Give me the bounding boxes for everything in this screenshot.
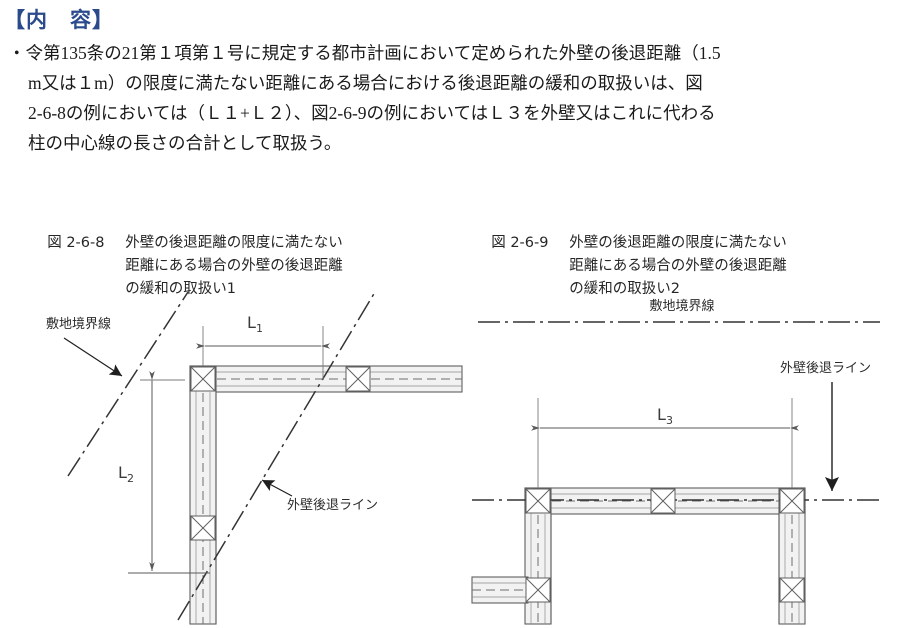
annotation-wall-setback: 外壁後退ライン bbox=[261, 479, 378, 513]
wall-branch-bottom-left bbox=[471, 576, 529, 604]
column-top-left bbox=[525, 488, 551, 514]
wall-setback-label: 外壁後退ライン bbox=[287, 498, 378, 513]
body-line-3: 2-6-8の例においては（Ｌ１+Ｌ２）、図2-6-9の例においてはＬ３を外壁又は… bbox=[28, 103, 716, 123]
caption-line: の緩和の取扱い1 bbox=[125, 281, 236, 297]
column-top-right bbox=[345, 366, 371, 392]
dimension-L3: L3 bbox=[531, 398, 799, 488]
site-boundary-label: 敷地境界線 bbox=[649, 298, 714, 314]
figure-number-left: 図 2-6-8 bbox=[47, 235, 105, 251]
body-line-4: 柱の中心線の長さの合計として取扱う。 bbox=[28, 133, 342, 153]
column-bottom-left bbox=[525, 577, 551, 603]
page-title: 【内 容】 bbox=[4, 8, 114, 32]
column-top-middle bbox=[650, 488, 676, 514]
dimension-label-L3: L3 bbox=[657, 405, 673, 427]
wall-setback-line bbox=[177, 291, 376, 621]
dimension-label-L2: L2 bbox=[118, 463, 134, 485]
body-line-2: m又は１m）の限度に満たない距離にある場合における後退距離の緩和の取扱いは、図 bbox=[28, 73, 703, 93]
caption-line: 距離にある場合の外壁の後退距離 bbox=[569, 258, 787, 274]
caption-line: 距離にある場合の外壁の後退距離 bbox=[125, 258, 343, 274]
caption-line: 外壁の後退距離の限度に満たない bbox=[569, 235, 787, 251]
caption-line: 外壁の後退距離の限度に満たない bbox=[125, 235, 343, 251]
wall-setback-label: 外壁後退ライン bbox=[780, 361, 871, 376]
caption-line: の緩和の取扱い2 bbox=[569, 281, 680, 297]
site-boundary-label: 敷地境界線 bbox=[46, 316, 111, 332]
figure-diagram-left: L1 L2 敷地境界線 外壁後退ライン bbox=[30, 288, 463, 628]
annotation-wall-setback: 外壁後退ライン bbox=[780, 361, 871, 491]
figure-caption-left: 図 2-6-8 外壁の後退距離の限度に満たない距離にある場合の外壁の後退距離の緩和… bbox=[38, 209, 343, 301]
body-line-1: ・令第135条の21第１項第１号に規定する都市計画において定められた外壁の後退距… bbox=[8, 43, 721, 63]
column-lower-left bbox=[190, 515, 216, 541]
annotation-site-boundary: 敷地境界線 bbox=[46, 316, 123, 377]
figure-caption-right: 図 2-6-9 外壁の後退距離の限度に満たない距離にある場合の外壁の後退距離の緩和… bbox=[482, 209, 787, 301]
figure-number-right: 図 2-6-9 bbox=[491, 235, 549, 251]
column-top-right bbox=[779, 488, 805, 514]
dimension-label-L1: L1 bbox=[247, 313, 263, 335]
column-bottom-right bbox=[779, 577, 805, 603]
body-paragraph: ・令第135条の21第１項第１号に規定する都市計画において定められた外壁の後退距… bbox=[8, 38, 892, 158]
column-corner bbox=[190, 366, 216, 392]
figure-diagram-right: 敷地境界線 bbox=[470, 288, 899, 628]
site-boundary-line bbox=[67, 291, 189, 477]
